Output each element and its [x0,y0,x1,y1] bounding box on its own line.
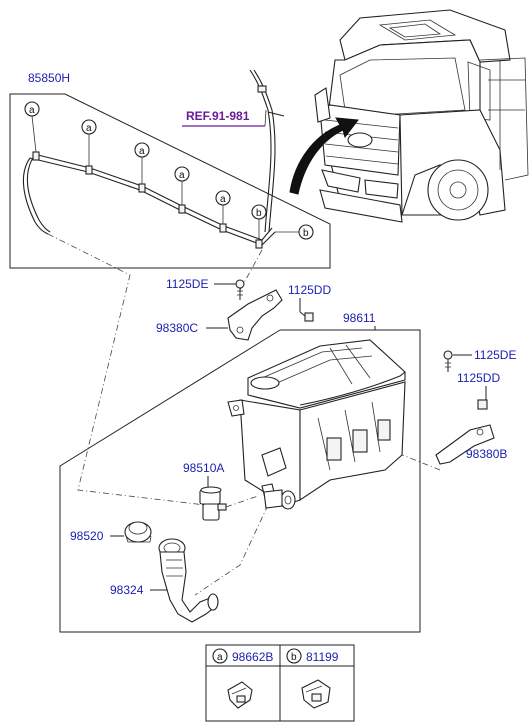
legend-part-b: 81199 [306,650,339,664]
callout-a-2: a [86,123,92,134]
reservoir-tank [227,339,406,510]
label-bracket-right: 98380B [466,447,507,461]
clip-a-drawing [227,681,253,709]
label-reservoir: 98611 [343,311,376,325]
reservoir-frame [59,329,421,633]
label-ref: REF.91-981 [186,109,250,123]
legend-part-a: 98662B [232,650,273,664]
label-nut-right: 1125DD [457,371,500,385]
legend-key-a: a [217,652,223,663]
hose-assembly-group: 85850H a a a a [9,69,331,269]
hose-assy-frame [9,93,331,269]
label-filler: 98324 [110,583,144,597]
bracket-left-group: 1125DE 1125DD 98380C [156,277,331,341]
label-bolt-right: 1125DE [474,348,516,362]
label-bolt-top: 1125DE [166,277,208,291]
callout-a-4: a [179,170,185,181]
filler-neck-group: 98324 [110,538,219,623]
callout-a-5: a [220,194,226,205]
label-nut-top: 1125DD [288,283,331,297]
callout-a-1: a [29,105,35,116]
callout-b-1: b [256,208,262,219]
label-bracket-left: 98380C [156,321,198,335]
callout-b-2: b [303,228,309,239]
label-cap: 98520 [70,529,104,543]
legend-table: a 98662B b 81199 [205,644,355,722]
label-hose-assy: 85850H [28,71,70,85]
callout-a-3: a [139,146,145,157]
cap-group: 98520 [70,521,152,543]
truck-illustration [289,9,529,223]
legend-key-b: b [291,652,297,663]
bracket-right-group: 1125DE 1125DD 98380B [435,348,516,465]
pump-group: 98510A [183,461,259,521]
label-pump: 98510A [183,461,224,475]
